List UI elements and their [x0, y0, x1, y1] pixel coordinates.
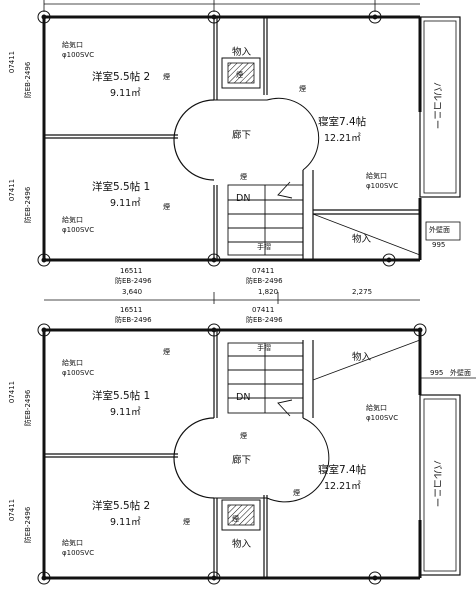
lower-smoke-detector-5: 煙: [232, 514, 239, 523]
lower-side-code-1b: 防EB-2496: [23, 389, 32, 426]
upper-vent-right-spec: φ100SVC: [366, 182, 398, 190]
upper-closet: [221, 57, 261, 89]
lower-top-code-left-a: 16511: [120, 306, 142, 314]
lower-stairs: [227, 342, 304, 417]
lower-side-code-2a: 07411: [8, 499, 16, 521]
upper-vent-right-label: 給気口: [366, 171, 387, 180]
upper-room-west-top-area: 9.11㎡: [110, 88, 141, 99]
lower-room-west-top-area: 9.11㎡: [110, 407, 141, 418]
upper-dim-code-right-b: 防EB-2496: [246, 276, 283, 285]
lower-top-code-right-b: 防EB-2496: [246, 315, 283, 324]
lower-vent-right-spec: φ100SVC: [366, 414, 398, 422]
upper-exterior-wall-label: 外壁面: [429, 225, 450, 234]
lower-smoke-detector-1: 煙: [163, 347, 170, 356]
lower-storage-label: 物入: [352, 351, 372, 363]
upper-vent-bottom-label: 給気口: [62, 215, 83, 224]
upper-stairs: [227, 181, 304, 256]
lower-room-bedroom-name: 寝室7.4帖: [318, 463, 367, 476]
upper-room-bedroom-area: 12.21㎡: [324, 133, 361, 144]
lower-vent-bottom-spec: φ100SVC: [62, 549, 94, 557]
lower-smoke-detector-3: 煙: [240, 431, 247, 440]
upper-side-code-2b: 防EB-2496: [23, 186, 32, 223]
upper-dim-span-3: 2,275: [352, 288, 372, 296]
lower-inner-walls: [44, 330, 314, 578]
lower-floor-text: 16511 防EB-2496 07411 防EB-2496 洋室5.5帖 1 9…: [8, 306, 471, 557]
lower-grid-nodes: [37, 323, 427, 585]
upper-hall-outline: [173, 99, 215, 181]
lower-vent-right-label: 給気口: [366, 403, 387, 412]
lower-vent-top-label: 給気口: [62, 358, 83, 367]
upper-smoke-detector-4: 煙: [299, 84, 306, 93]
lower-vent-top-spec: φ100SVC: [62, 369, 94, 377]
upper-room-west-top-name: 洋室5.5帖 2: [92, 70, 150, 83]
upper-smoke-detector-2: 煙: [163, 202, 170, 211]
upper-room-west-bottom-name: 洋室5.5帖 1: [92, 180, 150, 193]
lower-side-code-1a: 07411: [8, 381, 16, 403]
lower-closet: [221, 499, 261, 531]
lower-side-code-2b: 防EB-2496: [23, 506, 32, 543]
upper-floor-plan: [37, 0, 461, 304]
lower-room-bedroom-area: 12.21㎡: [324, 481, 361, 492]
lower-balcony: [419, 394, 461, 576]
upper-smoke-detector-3: 煙: [236, 70, 243, 79]
upper-dim-code-left-b: 防EB-2496: [115, 276, 152, 285]
upper-smoke-detector-1: 煙: [163, 72, 170, 81]
upper-dim-span-2: 1,820: [258, 288, 278, 296]
lower-balcony-label: バルコニー: [431, 460, 442, 507]
upper-side-code-1b: 防EB-2496: [23, 61, 32, 98]
upper-hall-label: 廊下: [232, 129, 251, 141]
lower-room-west-top-name: 洋室5.5帖 1: [92, 389, 150, 402]
upper-balcony-label: バルコニー: [431, 82, 442, 129]
lower-exterior-wall-label: 外壁面: [450, 368, 471, 377]
upper-dim-code-left-a: 16511: [120, 267, 142, 275]
upper-room-west-bottom-area: 9.11㎡: [110, 198, 141, 209]
lower-room-west-bottom-name: 洋室5.5帖 2: [92, 499, 150, 512]
lower-exterior-wall-value: 995: [430, 369, 443, 377]
upper-side-code-1a: 07411: [8, 51, 16, 73]
upper-exterior-wall-value: 995: [432, 241, 445, 249]
upper-vent-bottom-spec: φ100SVC: [62, 226, 94, 234]
lower-smoke-detector-2: 煙: [183, 517, 190, 526]
upper-down-label: DN: [236, 193, 250, 204]
lower-floor-plan: [37, 323, 476, 585]
lower-top-code-left-b: 防EB-2496: [115, 315, 152, 324]
lower-handrail-label: 手摺: [257, 343, 271, 352]
upper-grid-nodes: [37, 10, 396, 267]
lower-hall-label: 廊下: [232, 454, 251, 466]
upper-floor-text: 洋室5.5帖 2 9.11㎡ 洋室5.5帖 1 9.11㎡ 寝室7.4帖 12.…: [8, 40, 450, 296]
upper-closet-label: 物入: [232, 46, 252, 58]
lower-top-code-right-a: 07411: [252, 306, 274, 314]
lower-smoke-detector-4: 煙: [293, 488, 300, 497]
lower-room-west-bottom-area: 9.11㎡: [110, 517, 141, 528]
upper-vent-top-spec: φ100SVC: [62, 51, 94, 59]
upper-balcony: [419, 16, 461, 198]
upper-handrail-label: 手摺: [257, 242, 271, 251]
upper-smoke-detector-5: 煙: [240, 172, 247, 181]
upper-storage-label: 物入: [352, 233, 372, 245]
upper-dim-span-1: 3,640: [122, 288, 142, 296]
lower-vent-bottom-label: 給気口: [62, 538, 83, 547]
lower-down-label: DN: [236, 392, 250, 403]
lower-hall-outline: [173, 417, 215, 499]
upper-side-code-2a: 07411: [8, 179, 16, 201]
upper-dim-code-right-a: 07411: [252, 267, 274, 275]
upper-vent-top-label: 給気口: [62, 40, 83, 49]
lower-closet-label: 物入: [232, 538, 252, 550]
upper-room-bedroom-name: 寝室7.4帖: [318, 115, 367, 128]
